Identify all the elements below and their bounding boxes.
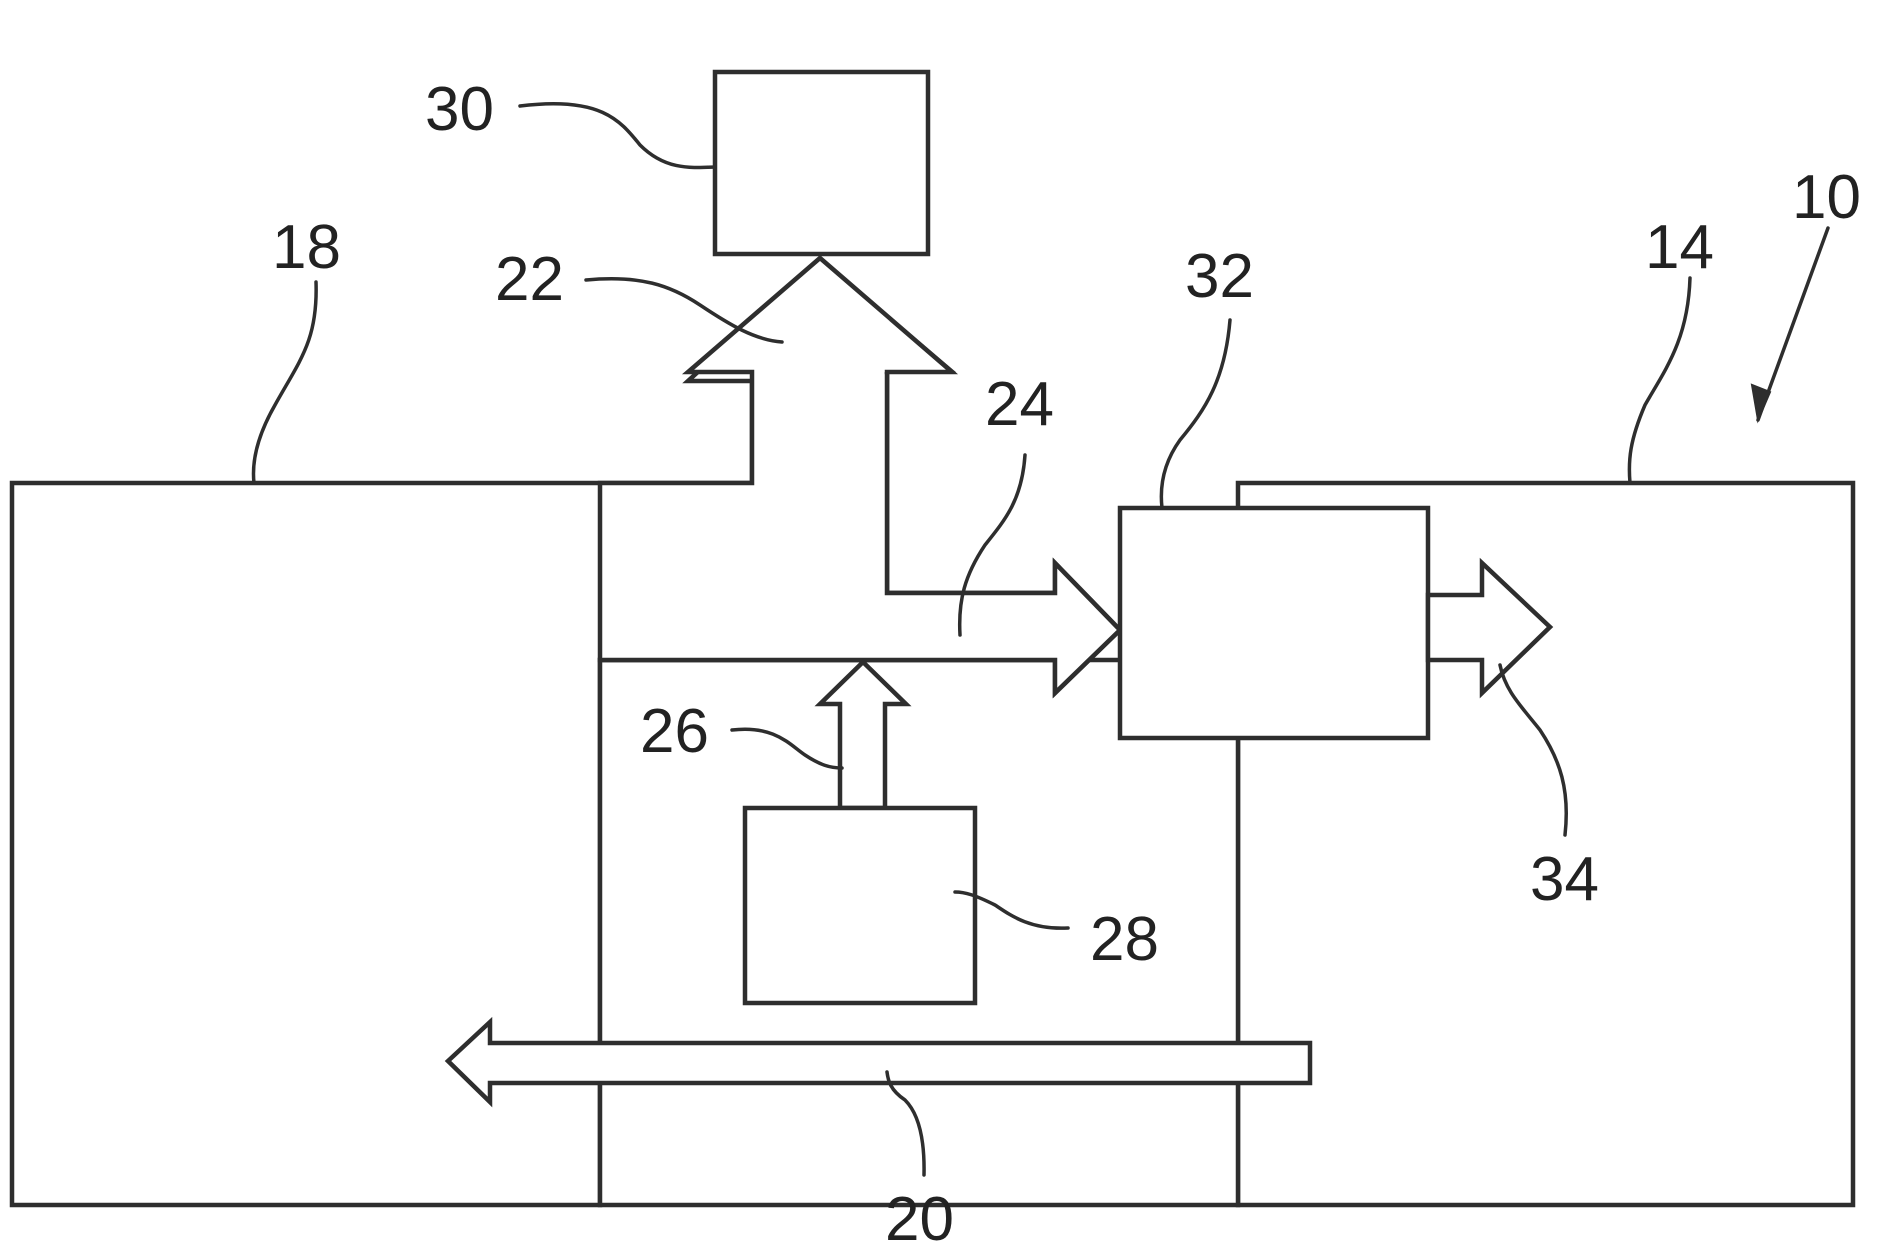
- ref-32: 32: [1185, 242, 1254, 311]
- ref-26: 26: [640, 697, 709, 766]
- ref-28: 28: [1090, 905, 1159, 974]
- system-pointer-head: [1752, 385, 1770, 420]
- leader-14: [1629, 278, 1690, 483]
- box-30: [715, 72, 928, 254]
- leader-18: [253, 282, 316, 483]
- ref-18: 18: [272, 213, 341, 282]
- ref-34: 34: [1530, 845, 1599, 914]
- ref-10: 10: [1792, 163, 1861, 232]
- box-28: [745, 808, 975, 1003]
- ref-22: 22: [495, 245, 564, 314]
- ref-14: 14: [1645, 213, 1714, 282]
- ref-20: 20: [885, 1185, 954, 1249]
- leader-30: [520, 104, 715, 168]
- leader-32: [1161, 320, 1230, 508]
- ref-24: 24: [985, 370, 1054, 439]
- box-32: [1120, 508, 1428, 738]
- ref-30: 30: [425, 75, 494, 144]
